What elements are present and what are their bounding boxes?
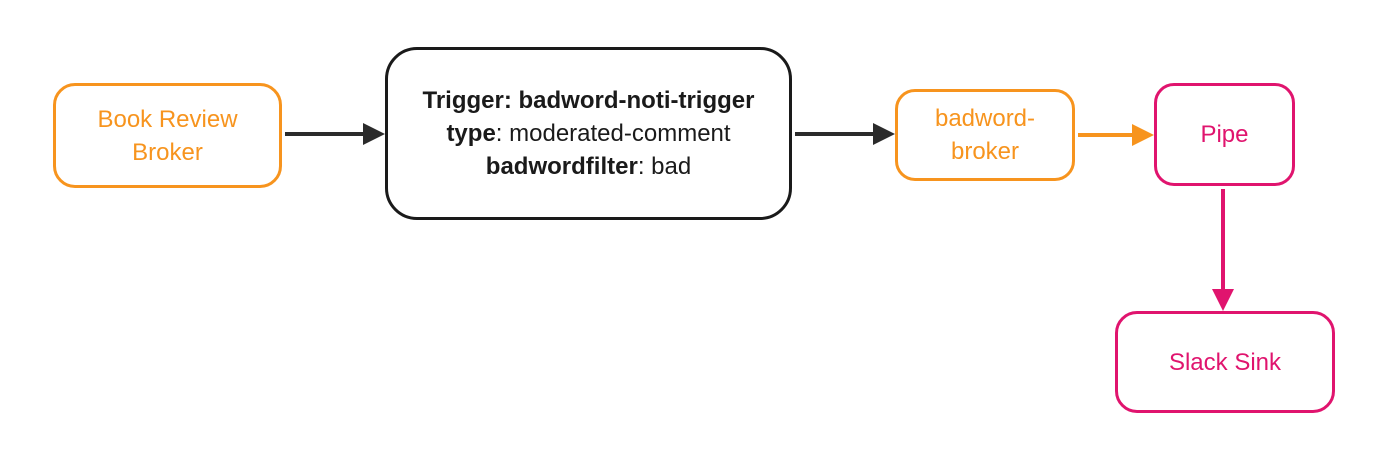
arrow-line [1078,133,1136,137]
node-label: Broker [132,138,203,166]
trigger-type-value: : moderated-comment [495,120,731,147]
trigger-title: Trigger: badword-noti-trigger [422,87,755,114]
trigger-filter-value: : bad [637,153,692,180]
arrow-line [1221,189,1225,293]
arrowhead-icon [363,123,385,145]
node-label: badword- [934,105,1036,132]
trigger-type-key: type [446,120,496,147]
node-slack-sink: Slack Sink [1115,311,1335,413]
trigger-type-line: type: moderated-comment [446,117,730,150]
arrowhead-icon [873,123,895,145]
arrowhead-icon [1212,289,1234,311]
arrowhead-icon [1132,124,1154,146]
node-label: broker [950,138,1020,165]
node-badword-broker: badword- broker [895,89,1075,181]
node-trigger: Trigger: badword-noti-trigger type: mode… [385,47,792,220]
node-book-review-broker: Book Review Broker [53,83,282,188]
node-label: Pipe [1200,121,1249,148]
arrow-line [795,132,877,136]
node-pipe: Pipe [1154,83,1295,186]
node-label: Slack Sink [1168,348,1282,376]
node-label: Book Review [97,105,238,133]
arrow-line [285,132,367,136]
trigger-filter-line: badwordfilter: bad [486,150,691,183]
trigger-filter-key: badwordfilter [485,153,638,180]
